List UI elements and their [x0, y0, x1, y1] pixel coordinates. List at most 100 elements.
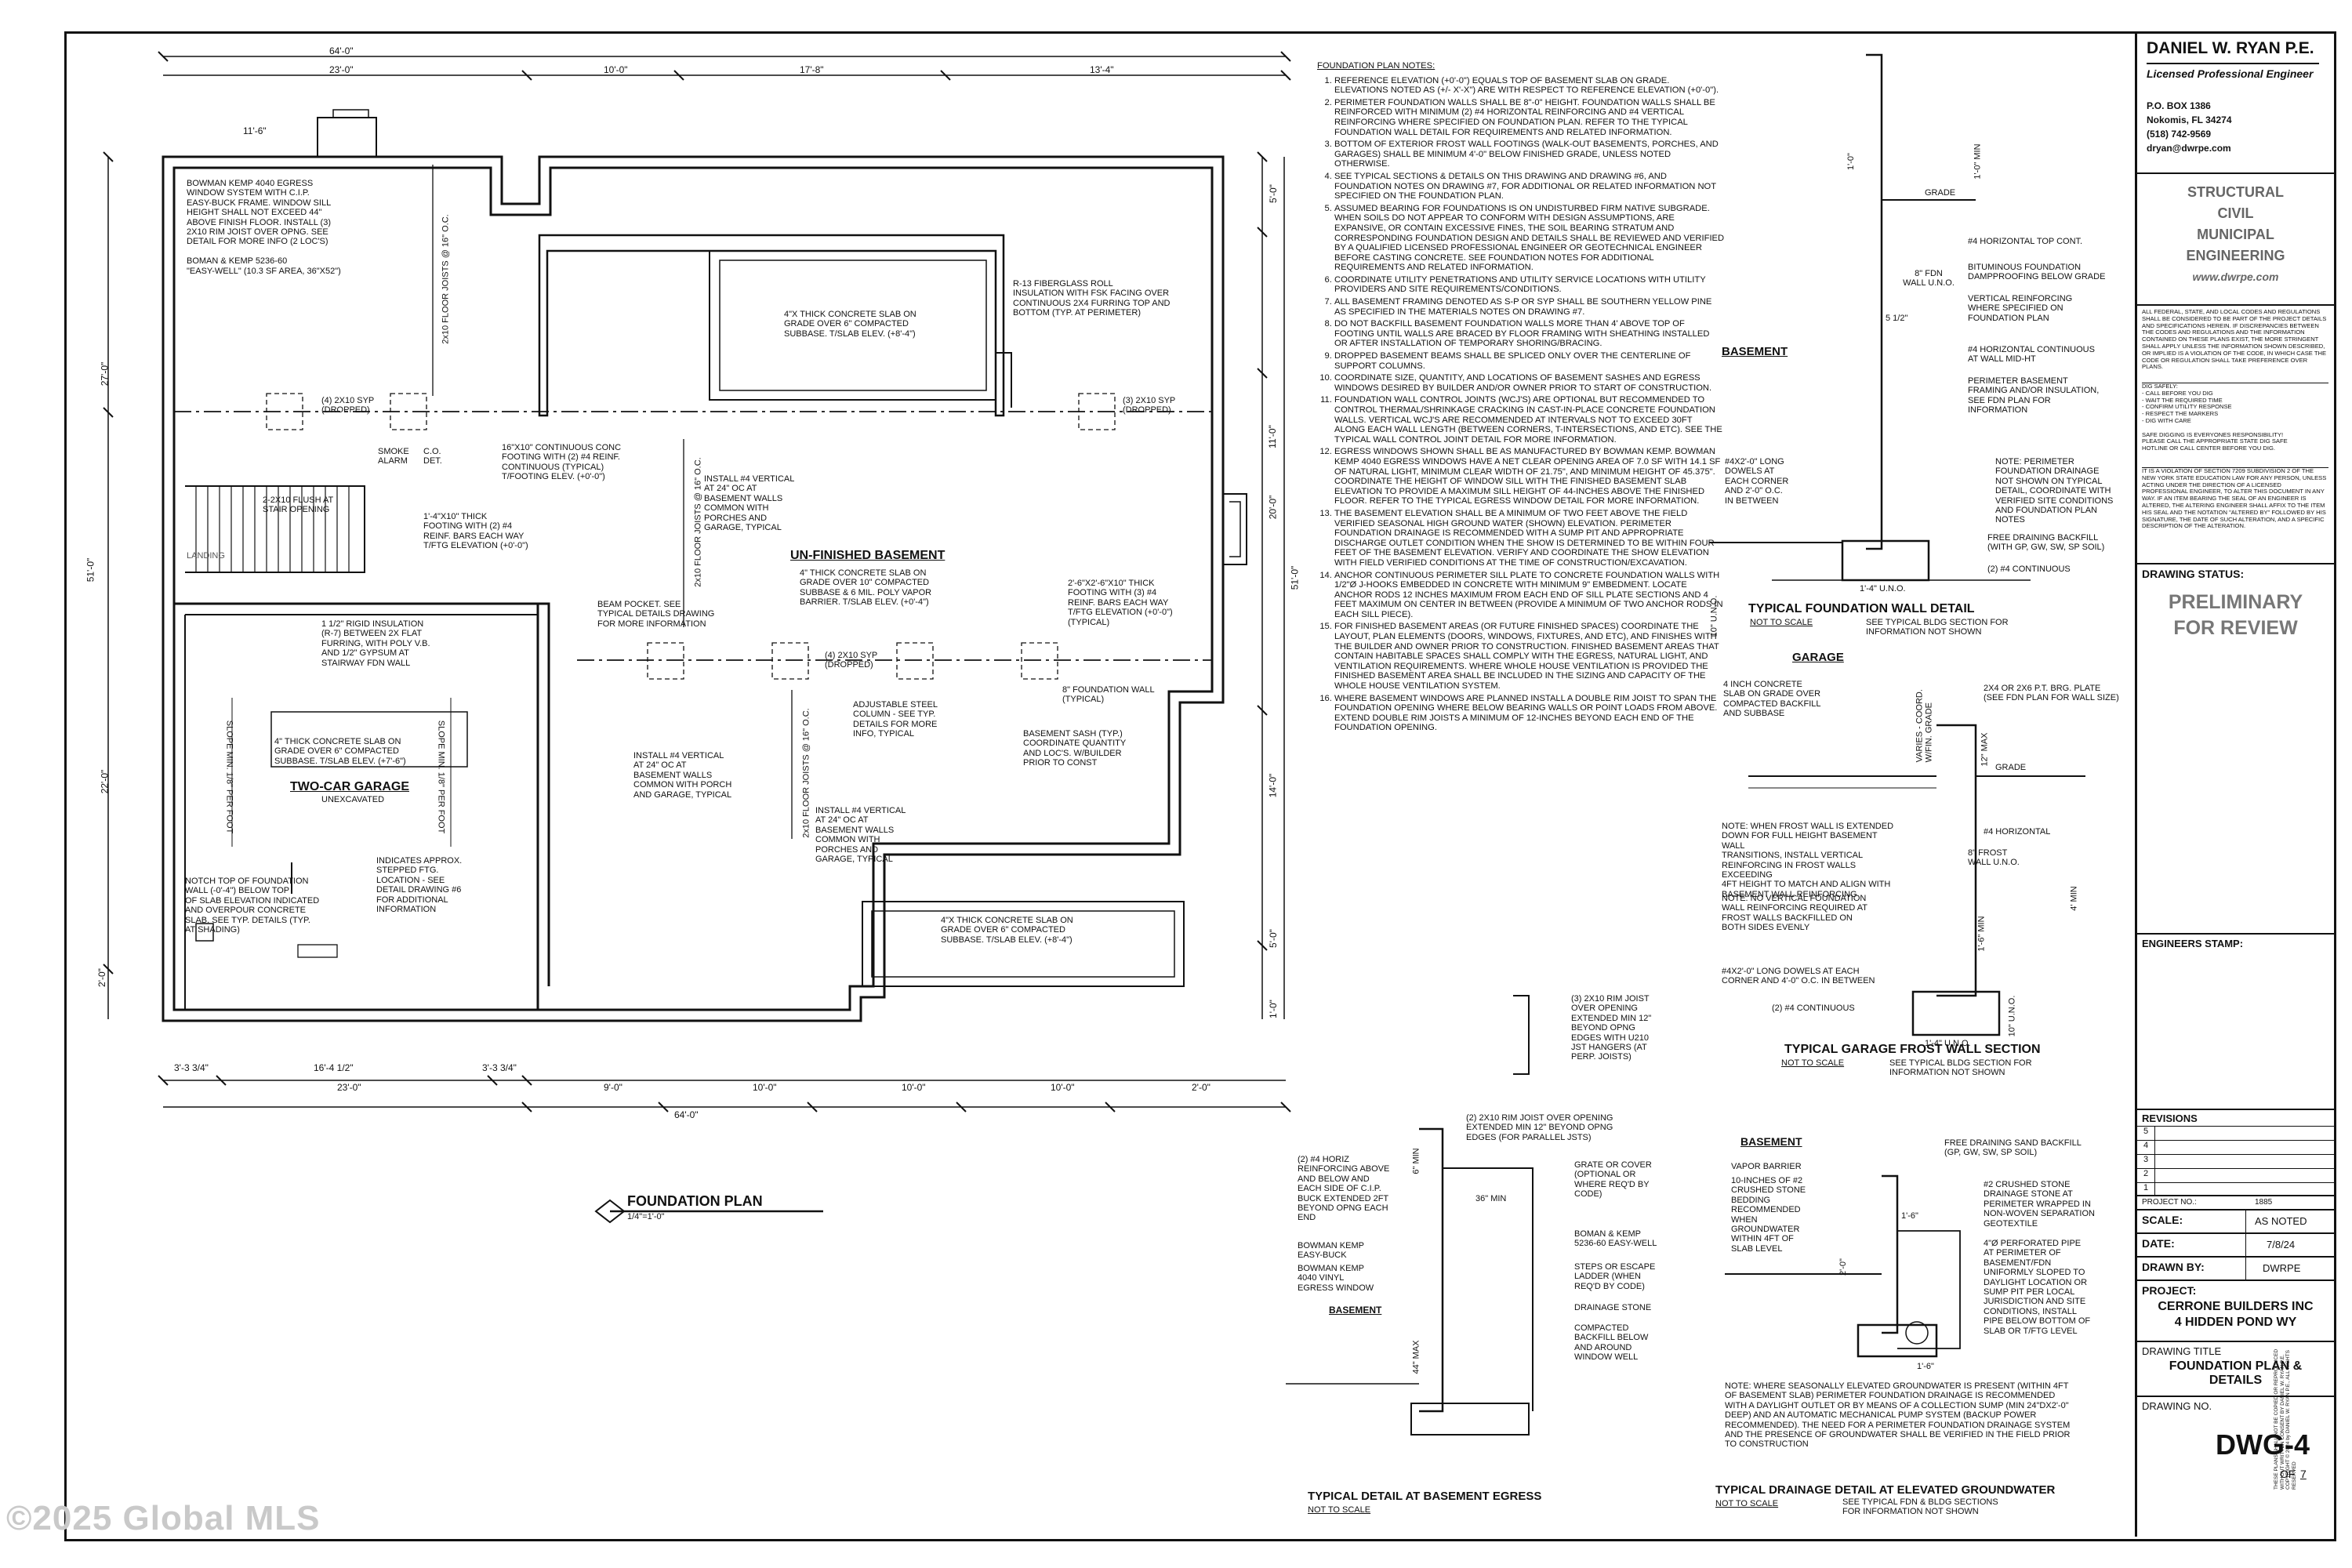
fdn-dim5: 10" U.N.O. — [1709, 595, 1719, 637]
note-item: ANCHOR CONTINUOUS PERIMETER SILL PLATE T… — [1334, 571, 1725, 620]
label-garage: GARAGE — [1792, 651, 1844, 664]
fdn-c8: FREE DRAINING BACKFILL (WITH GP, GW, SW,… — [1987, 533, 2105, 553]
drain-dim3: 2'-0" — [1838, 1258, 1848, 1276]
callout-smoke: SMOKE ALARM — [378, 447, 409, 466]
dim-overall-top: 64'-0" — [329, 45, 354, 56]
dim-bottom-3: 3'-3 3/4" — [482, 1062, 517, 1073]
garage-c1: 4 INCH CONCRETE SLAB ON GRADE OVER COMPA… — [1723, 680, 1821, 719]
phone: (518) 742-9569 — [2147, 129, 2212, 140]
dim-right-7: 1'-0" — [1267, 1000, 1279, 1018]
dim-bottom-overall: 64'-0" — [674, 1109, 699, 1120]
project-address: 4 HIDDEN POND WY — [2174, 1316, 2297, 1329]
room-garage: TWO-CAR GARAGE — [290, 780, 409, 793]
landing-label: LANDING — [187, 551, 225, 561]
garage-grade: GRADE — [1995, 763, 2027, 772]
drawn-label: DRAWN BY: — [2142, 1261, 2205, 1273]
note-item: FOUNDATION WALL CONTROL JOINTS (WCJ'S) A… — [1334, 395, 1725, 445]
scale-label: SCALE: — [2142, 1214, 2183, 1226]
garage-dim1: 12" MAX — [1980, 732, 1990, 767]
dim-bottom-4: 23'-0" — [337, 1082, 361, 1093]
fdn-c3: VERTICAL REINFORCING WHERE SPECIFIED ON … — [1968, 294, 2073, 323]
callout-co: C.O. DET. — [423, 447, 442, 466]
garage-dim5: 1'-4" U.N.O. — [1925, 1039, 1971, 1048]
revision-row: 3 — [2137, 1154, 2334, 1168]
drawing-title: FOUNDATION PLAN & DETAILS — [2169, 1359, 2303, 1387]
fdn-dim4: 1'-4" U.N.O. — [1860, 584, 1906, 593]
garage-c2: 2X4 OR 2X6 P.T. BRG. PLATE (SEE FDN PLAN… — [1984, 684, 2119, 703]
project-label: PROJECT: — [2142, 1284, 2197, 1297]
dim-right-1: 5'-0" — [1267, 184, 1279, 203]
egress-c8: STEPS OR ESCAPE LADDER (WHEN REQ'D BY CO… — [1574, 1262, 1656, 1291]
drawing-number: DWG-4 — [2216, 1428, 2310, 1461]
note-item: DO NOT BACKFILL BASEMENT FOUNDATION WALL… — [1334, 319, 1725, 349]
egress-c10: COMPACTED BACKFILL BELOW AND AROUND WIND… — [1574, 1323, 1649, 1363]
status-value: PRELIMINARY FOR REVIEW — [2168, 591, 2303, 639]
dim-right-4: 51'-0" — [1289, 565, 1301, 590]
egress-dim2: 44" MAX — [1411, 1340, 1421, 1374]
dim-top-3: 17'-8" — [800, 64, 824, 75]
stamp-label: ENGINEERS STAMP: — [2142, 938, 2244, 949]
egress-c9: DRAINAGE STONE — [1574, 1303, 1652, 1312]
garage-dim2: 4' MIN — [2069, 886, 2079, 911]
revision-row: 4 — [2137, 1140, 2334, 1154]
joist-label-2: 2x10 FLOOR JOISTS @ 16" O.C. — [693, 457, 703, 587]
dim-bottom-5: 9'-0" — [604, 1082, 622, 1093]
joist-label-3: 2x10 FLOOR JOISTS @ 16" O.C. — [801, 708, 811, 838]
note-item: FOR FINISHED BASEMENT AREAS (OR FUTURE F… — [1334, 622, 1725, 691]
dim-right-6: 5'-0" — [1267, 929, 1279, 948]
email: dryan@dwrpe.com — [2147, 143, 2231, 154]
egress-c5: BOWMAN KEMP 4040 VINYL EGRESS WINDOW — [1298, 1264, 1374, 1293]
revision-row: 5 — [2137, 1126, 2334, 1140]
fdn-c2: BITUMINOUS FOUNDATION DAMPPROOFING BELOW… — [1968, 263, 2106, 282]
fdn-dim3: 5 1/2" — [1886, 314, 1908, 323]
dim-right-3: 20'-0" — [1267, 495, 1279, 520]
note-item: COORDINATE UTILITY PENETRATIONS AND UTIL… — [1334, 275, 1725, 295]
dim-left-3: 22'-0" — [99, 769, 111, 794]
drain-dim2: 1'-6" — [1917, 1362, 1934, 1371]
revisions-table: 5 4 3 2 1 — [2137, 1126, 2334, 1196]
callout-vert1: INSTALL #4 VERTICAL AT 24" OC AT BASEMEN… — [704, 474, 795, 533]
callout-flush: 2-2x10 FLUSH AT STAIR OPENING — [263, 495, 334, 515]
fdn-detail-scale: NOT TO SCALE — [1750, 618, 1813, 627]
copyright-vertical: THESE PLANS SHALL NOT BE COPIED OR REPRO… — [2274, 1348, 2297, 1490]
fdn-c5: PERIMETER BASEMENT FRAMING AND/OR INSULA… — [1968, 376, 2100, 416]
dim-bottom-6: 10'-0" — [753, 1082, 777, 1093]
egress-c2: (2) 2X10 RIM JOIST OVER OPENING EXTENDED… — [1466, 1113, 1613, 1142]
garage-detail-ref: SEE TYPICAL BLDG SECTION FOR INFORMATION… — [1889, 1058, 2032, 1078]
dig-safe: DIG SAFELY: - CALL BEFORE YOU DIG - WAIT… — [2142, 383, 2328, 452]
garage-c8: (2) #4 CONTINUOUS — [1772, 1004, 1855, 1013]
egress-label: BASEMENT — [1329, 1305, 1382, 1316]
drain-c6: NOTE: WHERE SEASONALLY ELEVATED GROUNDWA… — [1725, 1381, 2071, 1450]
callout-vert3: INSTALL #4 VERTICAL AT 24" OC AT BASEMEN… — [815, 806, 906, 865]
dim-right-5: 14'-0" — [1267, 773, 1279, 798]
notes-list: REFERENCE ELEVATION (+0'-0") EQUALS TOP … — [1317, 76, 1725, 733]
address2: Nokomis, FL 34274 — [2147, 114, 2232, 125]
callout-beam-left: (4) 2x10 SYP (DROPPED) — [321, 396, 375, 416]
callout-footing16: 16"x10" CONTINUOUS CONC FOOTING WITH (2)… — [502, 443, 622, 482]
garage-c4: #4 HORIZONTAL — [1984, 827, 2051, 837]
website: www.dwrpe.com — [2192, 270, 2279, 283]
callout-insulation: 1 1/2" RIGID INSULATION (R-7) BETWEEN 2X… — [321, 619, 430, 668]
drawn-value: DWRPE — [2263, 1262, 2301, 1274]
revisions-label: REVISIONS — [2142, 1112, 2198, 1124]
engineer-name: DANIEL W. RYAN P.E. — [2147, 39, 2314, 57]
fdn-c1: #4 HORIZONTAL TOP CONT. — [1968, 237, 2083, 246]
note-item: BOTTOM OF EXTERIOR FROST WALL FOOTINGS (… — [1334, 140, 1725, 169]
discipline-engineering: ENGINEERING — [2186, 248, 2285, 263]
fdn-c7: NOTE: PERIMETER FOUNDATION DRAINAGE NOT … — [1995, 457, 2114, 525]
callout-slab-main: 4" THICK CONCRETE SLAB ON GRADE OVER 10"… — [800, 568, 932, 608]
scale-value: AS NOTED — [2255, 1215, 2307, 1227]
discipline-structural: STRUCTURAL — [2187, 184, 2284, 200]
callout-footing-2x6: 2'-6"X2'-6"X10" THICK FOOTING WITH (3) #… — [1068, 579, 1173, 627]
egress-dim1: 36" MIN — [1475, 1194, 1507, 1203]
revision-row: 2 — [2137, 1168, 2334, 1182]
project-name: CERRONE BUILDERS INC — [2158, 1300, 2314, 1313]
of-total: 7 — [2300, 1468, 2307, 1480]
callout-slab-bottom: 4"x THICK CONCRETE SLAB ON GRADE OVER 6"… — [941, 916, 1073, 945]
date-value: 7/8/24 — [2267, 1239, 2296, 1250]
dim-left-4: 2'-0" — [96, 968, 107, 987]
foundation-plan-drawing — [103, 51, 2085, 1436]
legal-codes: ALL FEDERAL, STATE, AND LOCAL CODES AND … — [2142, 308, 2327, 371]
note-item: THE BASEMENT ELEVATION SHALL BE A MINIMU… — [1334, 509, 1725, 568]
note-item: REFERENCE ELEVATION (+0'-0") EQUALS TOP … — [1334, 76, 1725, 96]
